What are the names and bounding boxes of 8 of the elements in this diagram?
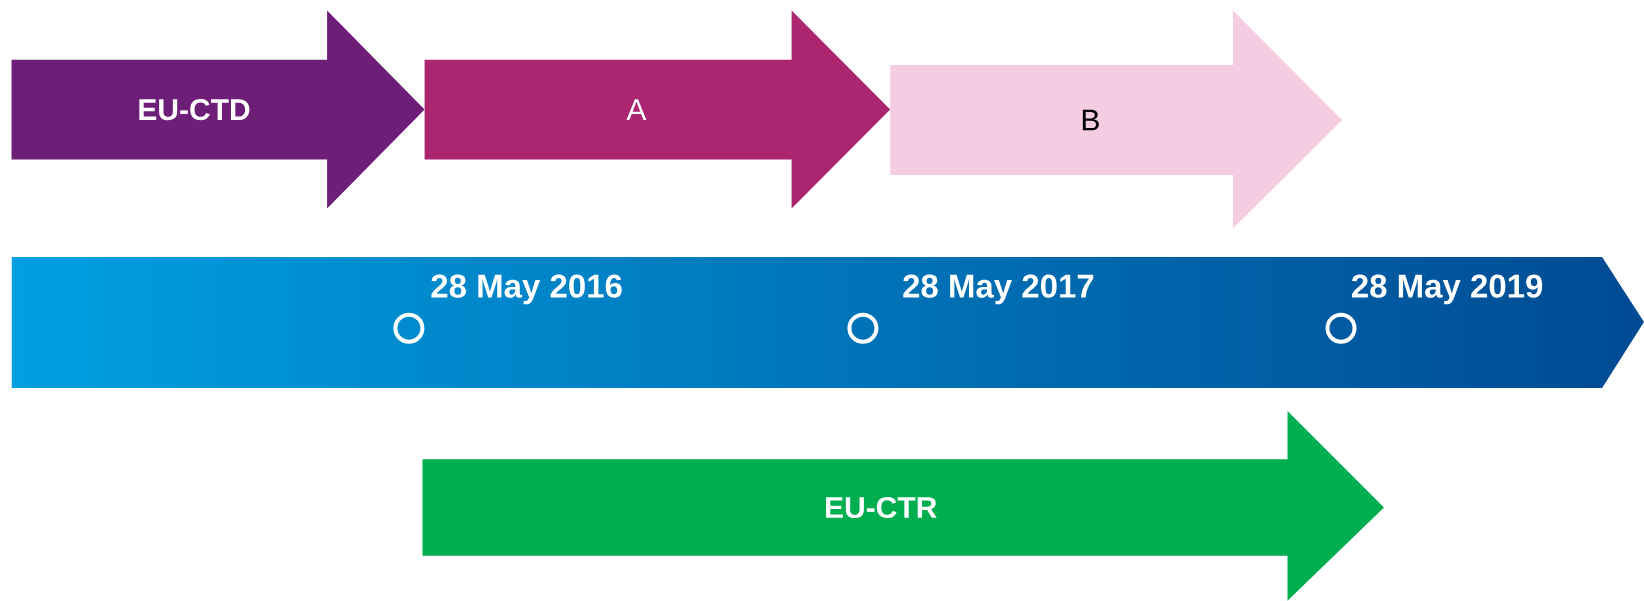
date-label: 28 May 2016 [431,274,622,305]
timeline-arrow [393,274,1543,344]
arrow-box: EU-CTD [11,10,425,209]
arrow-box: EU-CTR [422,411,1384,601]
arrow-box: B [890,10,1342,229]
date-label: 28 May 2017 [903,274,1094,305]
date-label: 28 May 2019 [1351,274,1543,305]
arrow-box: A [424,10,891,209]
